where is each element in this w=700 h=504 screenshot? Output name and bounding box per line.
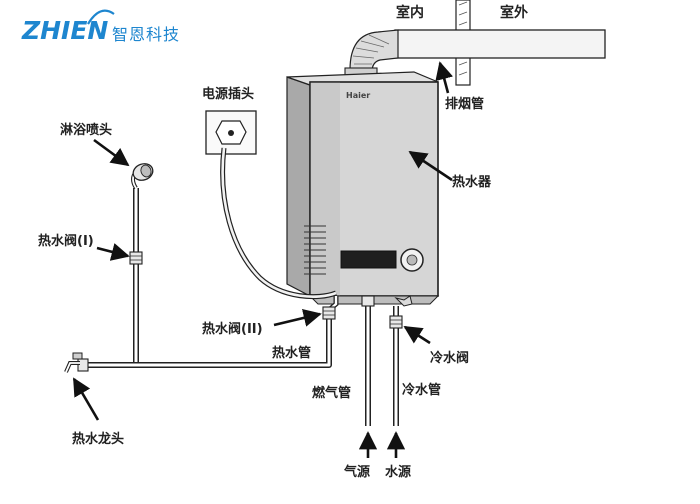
label-exhaust-pipe: 排烟管 [445, 97, 485, 112]
label-water-heater: 热水器 [452, 175, 492, 190]
hot-valve-1-fitting [129, 251, 143, 265]
label-water-source: 水源 [385, 465, 412, 480]
brand-label: Haier [346, 91, 370, 100]
hot-faucet [64, 352, 89, 373]
label-shower-head: 淋浴喷头 [60, 123, 113, 138]
hot-valve-2-fitting [322, 306, 336, 320]
label-gas-pipe: 燃气管 [312, 386, 352, 401]
label-cold-valve: 冷水阀 [430, 351, 470, 366]
label-hot-valve-1: 热水阀(I) [38, 234, 94, 249]
label-hot-faucet: 热水龙头 [72, 432, 125, 447]
label-hot-pipe: 热水管 [272, 346, 312, 361]
logo-swoosh-icon [87, 9, 115, 25]
water-heater: Haier [286, 71, 440, 305]
shower-head [131, 163, 154, 190]
label-hot-valve-2: 热水阀(II) [202, 322, 263, 337]
label-indoor: 室内 [396, 5, 424, 21]
label-cold-pipe: 冷水管 [402, 383, 442, 398]
display-panel [340, 250, 397, 269]
logo-text-cn: 智恩科技 [112, 25, 181, 44]
cold-valve-fitting [389, 295, 413, 329]
exhaust-pipe [344, 29, 606, 81]
leader-arrows [72, 61, 454, 458]
label-gas-source: 气源 [344, 465, 371, 480]
label-outdoor: 室外 [500, 5, 528, 21]
label-power-plug: 电源插头 [202, 87, 255, 102]
gas-fitting [361, 295, 375, 307]
vent-grille [304, 225, 326, 275]
logo-text-en: ZHIEN [22, 16, 109, 45]
power-socket [205, 110, 337, 300]
